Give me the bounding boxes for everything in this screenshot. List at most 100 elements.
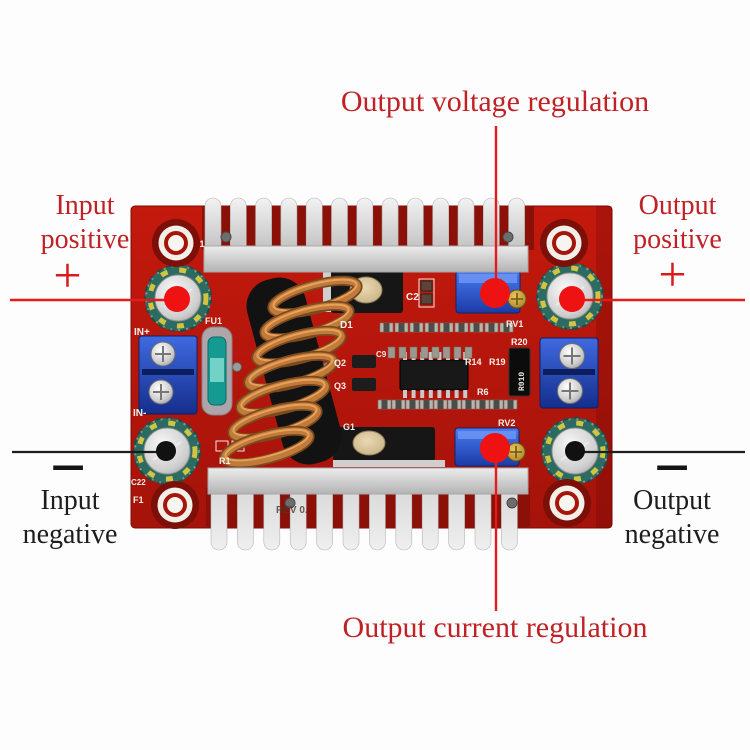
screw-slot xyxy=(511,293,523,305)
inductor-coil xyxy=(219,275,363,469)
label-output-negative-line2: negative xyxy=(624,519,720,550)
heatsink-fin xyxy=(448,487,465,551)
smd-resistor-body xyxy=(488,323,495,332)
ic-pin xyxy=(420,390,425,398)
ic-pin xyxy=(446,390,450,398)
smd-resistor-body xyxy=(451,400,458,409)
fuse-window xyxy=(210,358,224,382)
silkscreen-r14: R14 xyxy=(465,357,482,367)
washer-detail xyxy=(145,265,211,331)
heatsink-base xyxy=(207,467,529,495)
smd-resistor-body xyxy=(493,400,500,409)
label-input-negative-line1: Input xyxy=(40,485,100,516)
label-output-positive-line2: positive xyxy=(633,224,722,255)
ic-pin xyxy=(403,390,407,398)
mounting-hole xyxy=(559,495,575,511)
washer-yellow-marks xyxy=(136,420,198,482)
label-output-voltage-regulation: Output voltage regulation xyxy=(340,85,650,118)
heatsink-fin xyxy=(263,487,281,551)
smd-capacitor xyxy=(409,346,418,359)
heatsink-fin xyxy=(255,197,272,253)
heatsink-fin xyxy=(204,197,222,253)
clamp-edge xyxy=(323,270,331,312)
heatsink-fin xyxy=(210,487,228,551)
smd-capacitor xyxy=(398,346,407,359)
heatsink-screw xyxy=(506,497,518,509)
via-pad xyxy=(232,362,242,372)
terminal-divider xyxy=(142,369,194,375)
silkscreen-in-minus: IN- xyxy=(133,408,146,419)
heatsink-fin xyxy=(305,197,323,253)
heatsink-fin xyxy=(331,197,348,253)
washer-detail xyxy=(134,418,200,484)
heatsink-bottom: REV 0. xyxy=(207,467,529,551)
silkscreen-d1: D1 xyxy=(340,320,353,331)
heatsink-fin xyxy=(432,197,450,253)
silkscreen-g1: G1 xyxy=(343,422,355,432)
smd-resistor-body xyxy=(503,323,510,332)
output-positive-dot xyxy=(559,286,585,312)
smd-cap xyxy=(420,293,433,305)
current-regulation-dot xyxy=(480,433,510,463)
label-output-current-regulation: Output current regulation xyxy=(342,611,648,644)
silkscreen-c9: C9 xyxy=(376,350,387,359)
label-input-negative-line2: negative xyxy=(22,519,118,550)
heatsink-fin xyxy=(381,197,399,253)
heatsink-fin xyxy=(369,487,386,551)
heatsink-fin xyxy=(474,487,492,551)
ic-pin xyxy=(428,390,433,398)
clamp-pad-bottom xyxy=(352,430,386,456)
smd-cap xyxy=(420,280,433,292)
heatsink-fin xyxy=(280,197,298,253)
label-input-positive-line2: positive xyxy=(40,224,130,255)
smd-resistor-body xyxy=(507,400,514,409)
ic-pin xyxy=(437,352,442,360)
silkscreen-rv1: RV1 xyxy=(506,319,523,329)
smd-resistor-body xyxy=(443,323,450,332)
output-negative-symbol: − xyxy=(653,432,691,503)
mounting-hole xyxy=(556,235,572,251)
ic-chip xyxy=(399,352,469,398)
silkscreen-in-plus: IN+ xyxy=(134,327,150,338)
silkscreen-q2: Q2 xyxy=(334,358,346,368)
heatsink-fin xyxy=(289,487,307,551)
transistor-q2 xyxy=(352,355,376,368)
trimpot-highlight xyxy=(458,431,516,439)
silkscreen-box xyxy=(418,278,435,308)
annotation-lines xyxy=(10,126,745,611)
silkscreen-c22: C22 xyxy=(131,478,146,487)
silkscreen-fu1: FU1 xyxy=(205,316,222,326)
screw-slot xyxy=(561,382,579,400)
silkscreen-r6: R6 xyxy=(477,387,489,397)
smd-resistor-body xyxy=(465,400,472,409)
heatsink-fin xyxy=(508,197,525,253)
smd-resistor-body xyxy=(395,400,402,409)
smd-capacitor xyxy=(431,346,440,359)
mounting-hole xyxy=(167,497,183,513)
label-input-negative: Input negative xyxy=(0,484,140,552)
output-negative-dot xyxy=(565,441,585,461)
smd-resistor-body xyxy=(423,400,430,409)
heatsink-fin xyxy=(395,487,413,551)
label-output-negative: Output negative xyxy=(602,484,742,552)
heatsink-fin xyxy=(407,197,424,253)
smd-resistor-body xyxy=(381,400,388,409)
heatsink-base xyxy=(203,245,529,273)
smd-capacitor xyxy=(453,346,462,359)
smd-resistor-body xyxy=(398,323,405,332)
terminal-divider xyxy=(543,369,595,375)
smd-capacitor xyxy=(442,346,451,359)
rev-marking: REV 0. xyxy=(276,505,308,516)
label-output-positive-line1: Output xyxy=(638,190,717,221)
output-positive-symbol: + xyxy=(658,246,687,302)
heatsink-screw xyxy=(220,231,232,243)
heatsink-screw xyxy=(502,231,514,243)
smd-capacitor xyxy=(464,346,473,359)
smd-resistor-body xyxy=(479,400,486,409)
silkscreen-labels: IN+ IN- FU1 F1 F1 C2 D1 RV1 RV2 R20 R14 … xyxy=(131,239,528,505)
input-negative-dot xyxy=(156,441,176,461)
heatsink-fin xyxy=(356,197,374,253)
smd-capacitor xyxy=(420,346,429,359)
